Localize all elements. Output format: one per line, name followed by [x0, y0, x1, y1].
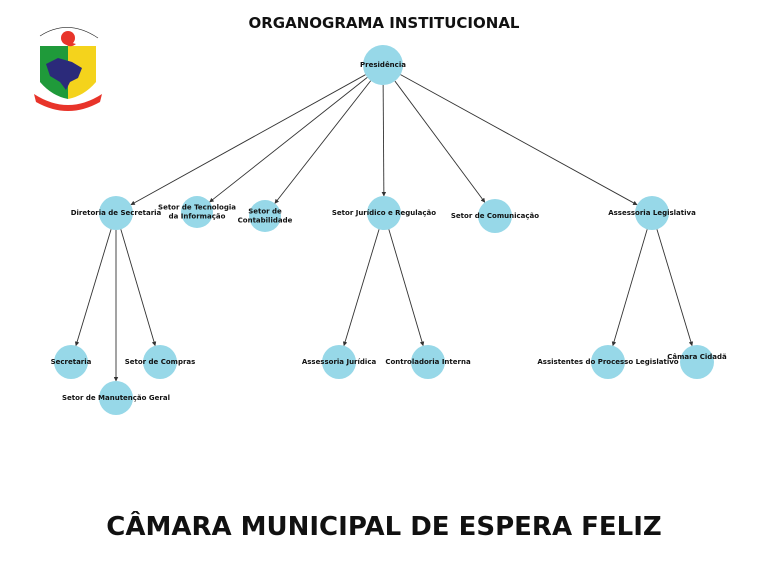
node-controladoria: Controladoria Interna — [385, 345, 471, 379]
node-juridico: Setor Jurídico e Regulação — [332, 196, 436, 230]
edge-assessoria_leg-camara_cidada — [656, 229, 694, 347]
node-circle — [411, 345, 445, 379]
node-assessoria_leg: Assessoria Legislativa — [608, 196, 696, 230]
node-assessoria_jur: Assessoria Jurídica — [302, 345, 377, 379]
node-circle — [635, 196, 669, 230]
node-label: da Informação — [169, 213, 226, 221]
node-label: Câmara Cidadã — [667, 353, 727, 361]
node-label: Assessoria Jurídica — [302, 358, 377, 366]
edge-presidencia-comunicacao — [394, 80, 486, 203]
node-circle — [367, 196, 401, 230]
edge-diretoria-compras — [120, 229, 157, 347]
edge-presidencia-contabilidade — [274, 80, 372, 204]
node-label: Presidência — [360, 61, 406, 69]
node-label: Controladoria Interna — [385, 358, 471, 366]
node-label: Setor de — [248, 208, 282, 216]
edge-presidencia-tecnologia — [209, 77, 368, 203]
node-presidencia: Presidência — [360, 45, 406, 85]
edge-presidencia-juridico — [381, 84, 387, 197]
node-circle — [99, 196, 133, 230]
edge-diretoria-secretaria — [74, 229, 112, 347]
node-circle — [680, 345, 714, 379]
node-secretaria: Secretaria — [51, 345, 92, 379]
node-label: Setor de Compras — [125, 358, 196, 366]
footer-title: CÂMARA MUNICIPAL DE ESPERA FELIZ — [106, 512, 662, 542]
node-circle — [99, 381, 133, 415]
node-circle — [322, 345, 356, 379]
edge-presidencia-diretoria — [130, 74, 366, 206]
node-assistentes: Assistentes do Processo Legislativo — [537, 345, 679, 379]
node-label: Setor Jurídico e Regulação — [332, 209, 436, 217]
edge-assessoria_leg-assistentes — [611, 229, 648, 347]
node-label: Setor de Tecnologia — [158, 204, 236, 212]
node-circle — [363, 45, 403, 85]
node-label: Secretaria — [51, 358, 92, 366]
node-label: Assistentes do Processo Legislativo — [537, 358, 678, 366]
node-circle — [54, 345, 88, 379]
edge-presidencia-assessoria_leg — [400, 74, 638, 206]
node-label: Setor de Comunicação — [451, 212, 539, 220]
node-label: Setor de Manutenção Geral — [62, 394, 170, 402]
node-circle — [143, 345, 177, 379]
node-label: Assessoria Legislativa — [608, 209, 696, 217]
node-comunicacao: Setor de Comunicação — [451, 199, 539, 233]
edge-juridico-assessoria_jur — [342, 229, 380, 347]
node-circle — [591, 345, 625, 379]
node-camara_cidada: Câmara Cidadã — [667, 345, 727, 379]
node-circle — [181, 196, 213, 228]
node-circle — [478, 199, 512, 233]
edge-juridico-controladoria — [388, 229, 425, 347]
node-circle — [249, 200, 281, 232]
node-compras: Setor de Compras — [125, 345, 196, 379]
node-label: Diretoria de Secretaria — [71, 209, 162, 217]
node-diretoria: Diretoria de Secretaria — [71, 196, 162, 230]
node-label: Contabilidade — [238, 217, 293, 225]
municipal-logo — [34, 27, 102, 111]
page-title: ORGANOGRAMA INSTITUCIONAL — [248, 14, 520, 32]
node-manutencao: Setor de Manutenção Geral — [62, 381, 170, 415]
